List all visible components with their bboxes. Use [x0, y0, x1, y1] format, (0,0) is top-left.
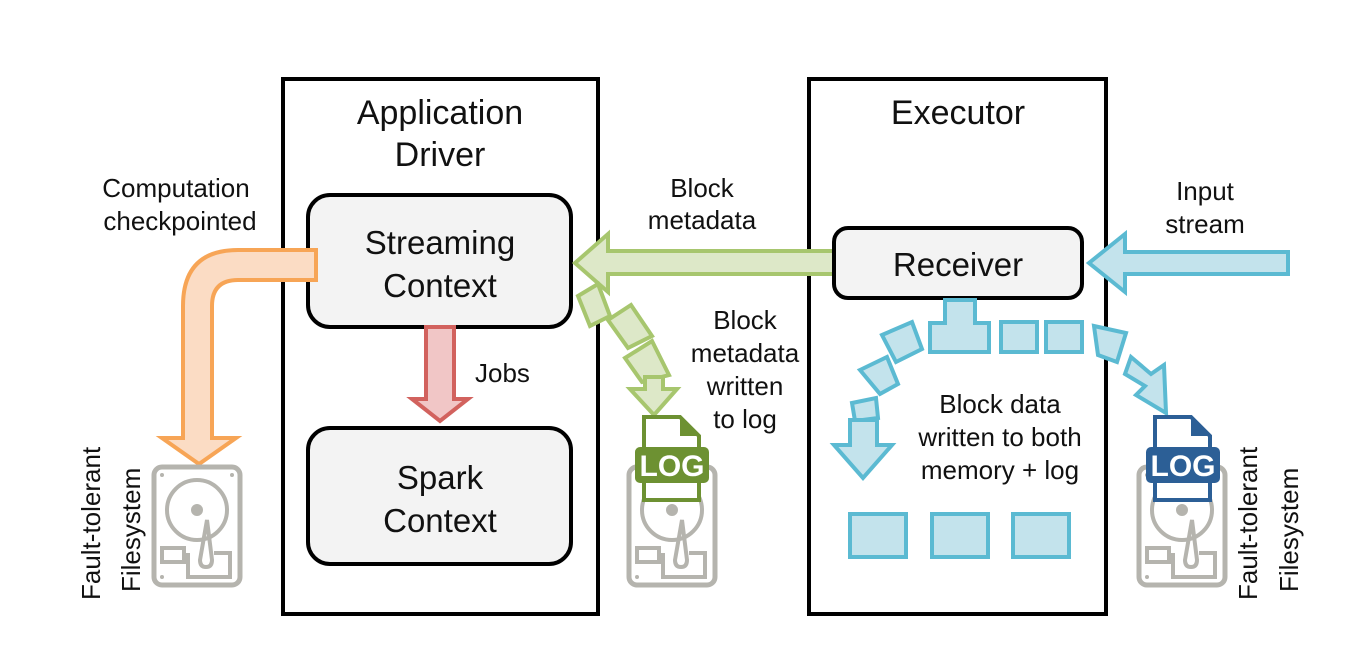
block-data-line2: written to both [917, 422, 1081, 452]
receiver-box[interactable]: Receiver [832, 226, 1084, 300]
fs-left-line1: Fault-tolerant [76, 446, 106, 600]
metadata-log-line3: written [706, 371, 784, 401]
block-data-flow [829, 298, 1169, 482]
block-metadata-line2: metadata [648, 205, 757, 235]
log-badge: LOG [640, 450, 705, 483]
log-file-icon: LOG [635, 415, 709, 502]
memory-block [930, 512, 990, 559]
streaming-context-box[interactable]: Streaming Context [306, 193, 573, 329]
log-badge: LOG [1151, 450, 1216, 483]
executor-title: Executor [891, 94, 1025, 132]
input-stream-arrow [1085, 229, 1290, 297]
metadata-log-line2: metadata [691, 338, 800, 368]
memory-block [848, 512, 908, 559]
driver-title-line1: Application [357, 94, 523, 132]
computation-line2: checkpointed [103, 206, 256, 236]
receiver-label: Receiver [893, 246, 1023, 283]
spark-context-box[interactable]: Spark Context [306, 426, 573, 566]
fs-left-line2: Filesystem [116, 468, 146, 592]
jobs-label: Jobs [475, 358, 530, 388]
disk-icon [154, 467, 240, 585]
driver-box [281, 77, 600, 616]
block-data-line3: memory + log [921, 455, 1079, 485]
block-metadata-arrow [571, 229, 837, 297]
memory-block [1011, 512, 1071, 559]
jobs-arrow [406, 325, 474, 424]
metadata-log-line4: to log [713, 404, 777, 434]
computation-line1: Computation [102, 173, 249, 203]
driver-title-line2: Driver [395, 136, 486, 174]
fs-right-line2: Filesystem [1274, 468, 1304, 592]
spark-context-line1: Spark [397, 459, 484, 496]
memory-blocks [848, 512, 1071, 559]
streaming-context-line1: Streaming [365, 224, 515, 261]
input-stream-line2: stream [1165, 209, 1244, 239]
fs-right-line1: Fault-tolerant [1233, 446, 1263, 600]
spark-context-line2: Context [383, 502, 497, 539]
input-stream-line1: Input [1176, 176, 1235, 206]
checkpoint-arrow [155, 248, 318, 467]
log-file-icon: LOG [1146, 415, 1220, 502]
metadata-log-flow [575, 281, 682, 418]
block-data-line1: Block data [939, 389, 1061, 419]
block-metadata-line1: Block [670, 173, 735, 203]
streaming-context-line2: Context [383, 267, 497, 304]
metadata-log-line1: Block [713, 305, 778, 335]
